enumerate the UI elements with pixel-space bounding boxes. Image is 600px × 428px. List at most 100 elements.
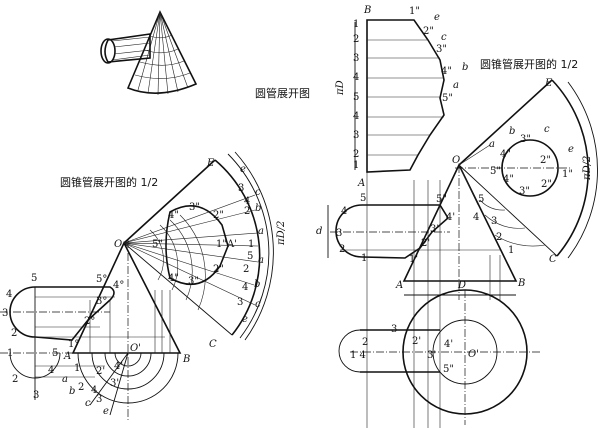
left-labels-point-label: 3° [96,296,107,307]
right-labels-point-label: 2 [339,244,345,255]
left-labels-point-label: 4 [91,385,97,396]
right-labels-point-label: a [489,139,495,150]
right-labels-point-label: C [549,254,557,265]
left-labels-point-label: 3" [189,202,200,213]
left-labels-point-label: 1 [248,239,254,250]
left-labels-point-label: 3' [110,378,119,389]
left-labels-point-label: e [242,314,248,325]
left-labels-point-label: 2 [78,382,84,393]
left-labels-point-label: 4 [48,365,54,376]
title-tube-development: 圆管展开图 [255,87,310,100]
right-labels-point-label: A [395,280,403,291]
left-labels-point-label: A [63,351,71,362]
right-labels-point-label: 1 [508,245,514,256]
right-labels-point-label: 3 [491,216,497,227]
left-labels-point-label: 1 [74,363,80,374]
right-labels-point-label: e [434,12,440,23]
left-labels-point-label: 4 [6,289,12,300]
left-labels-point-label: 3 [96,394,102,405]
right-labels-point-label: 1' [409,254,418,265]
right-labels-point-label: 2' [421,238,430,249]
left-labels-point-label: πD/2 [276,221,287,246]
left-labels-point-label: E [206,158,215,169]
left-labels-point-label: b [254,279,260,290]
left-labels-point-label: 4" [168,273,179,284]
left-labels-point-label: 4" [168,210,179,221]
left-labels-point-label: a [62,374,68,385]
right-labels-point-label: πD/2 [582,156,593,181]
right-development-view [327,19,598,428]
left-labels-point-label: O' [130,343,141,354]
left-labels-point-label: 2 [12,374,18,385]
right-labels-point-label: πD [335,80,346,96]
left-labels-point-label: 3 [33,390,39,401]
left-labels-point-label: 5 [247,251,253,262]
left-labels-point-label: 1° [68,339,79,350]
left-development-view [0,151,274,420]
right-labels-point-label: b [462,62,468,73]
left-labels-point-label: b [255,203,261,214]
right-labels-point-label: 5" [442,93,453,104]
right-labels-point-label: 4 [473,212,479,223]
left-labels-point-label: 1 [7,348,13,359]
title-right-half-cone-development: 圆锥管展开图的 1/2 [480,58,579,71]
right-labels-point-label: 4' [444,339,453,350]
right-labels-point-label: 4 [341,206,347,217]
right-labels-point-label: 4 [353,72,359,83]
right-labels-point-label: 2 [496,232,502,243]
right-labels-point-label: 5 [353,92,359,103]
title-left-half-cone-development: 圆锥管展开图的 1/2 [60,176,159,189]
drawing-labels: OEBCAO'πD/2eeccbbaa1"A'152432432"3"4"5"4… [2,5,593,417]
right-labels-point-label: 3 [353,130,359,141]
right-labels-point-label: B [363,5,371,16]
left-labels-point-label: 1"A' [216,239,237,250]
left-labels-point-label: 3" [188,276,199,287]
left-labels-point-label: e [103,406,109,417]
right-labels-point-label: 3' [427,350,436,361]
left-labels-point-label: 5 [31,273,37,284]
right-labels-point-label: 4" [503,174,514,185]
right-labels-point-label: 2 [353,34,359,45]
right-labels-point-label: 1" [562,169,573,180]
right-labels-point-label: 2" [541,179,552,190]
right-labels-point-label: 1 [353,160,359,171]
cone-tube-3d-thumbnail [100,10,198,96]
right-labels-point-label: a [453,80,459,91]
right-labels-point-label: 4' [446,212,455,223]
left-labels-point-label: C [209,339,217,350]
right-labels-point-label: 2 [353,149,359,160]
right-labels-point-label: A [357,178,365,189]
right-labels-point-label: 4" [500,149,511,160]
left-labels-point-label: 2" [213,264,224,275]
left-labels-point-label: c [85,398,91,409]
right-labels-point-label: e [568,144,574,155]
left-labels-point-label: O [114,239,122,250]
right-labels-point-label: 4 [353,111,359,122]
left-labels-point-label: 3 [2,308,8,319]
left-labels-point-label: 4 [242,282,248,293]
right-labels-point-label: E [544,78,553,89]
left-labels-point-label: 2 [11,328,17,339]
right-labels-point-label: D [457,280,466,291]
right-labels-point-label: 3 [353,53,359,64]
left-labels-point-label: a [258,226,264,237]
left-labels-point-label: B [182,354,190,365]
left-labels-point-label: 4' [114,361,123,372]
right-labels-point-label: d [316,226,322,237]
left-labels-point-label: c [255,187,261,198]
right-labels-point-label: b [509,126,515,137]
right-labels-point-label: 5" [443,364,454,375]
right-labels-point-label: 1 4 [350,350,366,361]
left-labels-point-label: 2° [84,316,95,327]
right-labels-point-label: c [441,32,447,43]
left-labels-point-label: 4° [113,280,124,291]
left-labels-point-label: 2" [213,210,224,221]
right-labels-point-label: 2 [362,337,368,348]
left-labels-point-label: a [258,255,264,266]
left-labels-point-label: 5" [152,239,163,250]
right-labels-point-label: 4" [441,66,452,77]
right-labels-point-label: 1 [361,253,367,264]
right-labels-point-label: 1 [353,19,359,30]
